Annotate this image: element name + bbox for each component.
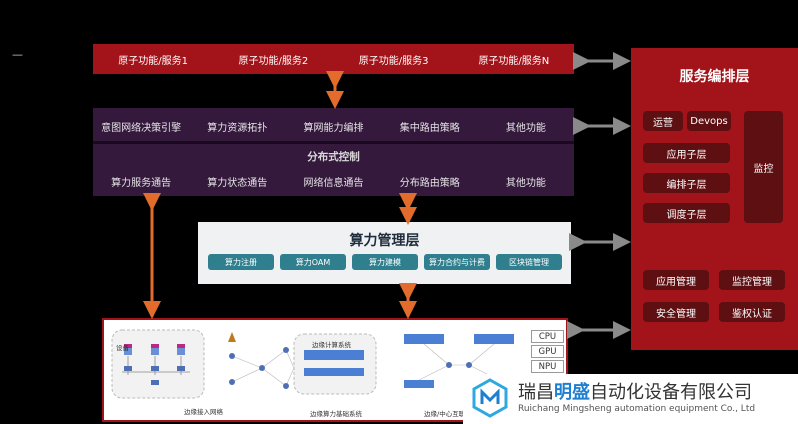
capability-orchestration[interactable]: 算网能力编排 <box>303 123 364 134</box>
network-info-announce[interactable]: 网络信息通告 <box>303 178 364 189</box>
edge-base-caption: 边缘算力基础系统 <box>310 410 362 418</box>
devops-button[interactable]: Devops <box>687 111 731 131</box>
sched-sublayer[interactable]: 调度子层 <box>643 203 730 223</box>
horizontal-arrows <box>567 52 631 339</box>
edge-access-caption: 边缘接入网络 <box>184 408 223 416</box>
access-caption-top: 设备 <box>116 344 129 352</box>
other-functions-2[interactable]: 其他功能 <box>505 178 546 189</box>
monitor-block[interactable]: 监控 <box>744 111 783 223</box>
company-name-suffix: 自动化设备有限公司 <box>590 382 752 403</box>
oam-button[interactable]: 算力OAM <box>280 254 346 270</box>
atomic-service-3[interactable]: 原子功能/服务3 <box>358 55 429 67</box>
intent-engine[interactable]: 意图网络决策引擎 <box>101 123 182 134</box>
blockchain-button[interactable]: 区块链管理 <box>496 254 562 270</box>
auth-button[interactable]: 鉴权认证 <box>719 302 785 322</box>
company-name-prefix: 瑞昌 <box>518 382 554 403</box>
edge-compute-system-caption: 边缘计算系统 <box>312 341 351 349</box>
modeling-button[interactable]: 算力建模 <box>352 254 418 270</box>
company-name-highlight: 明盛 <box>554 382 590 403</box>
app-mgmt-button[interactable]: 应用管理 <box>643 270 709 290</box>
app-sublayer[interactable]: 应用子层 <box>643 143 730 163</box>
infrastructure-panel: 设备 边缘接入网络 边缘计算系统 边缘算力基础系统 边缘/中心互联网络 CPU … <box>102 318 568 422</box>
watermark-background <box>463 374 798 424</box>
security-mgmt-button[interactable]: 安全管理 <box>643 302 709 322</box>
cpu-chip: CPU <box>531 330 564 343</box>
control-row-1: 意图网络决策引擎 算力资源拓扑 算网能力编排 集中路由策略 其他功能 <box>93 119 574 134</box>
central-routing-policy[interactable]: 集中路由策略 <box>399 123 460 134</box>
atomic-service-n[interactable]: 原子功能/服务N <box>478 55 550 67</box>
service-orchestration-panel: 服务编排层 运营 Devops 应用子层 编排子层 调度子层 监控 应用管理 监… <box>631 48 798 350</box>
company-english-name: Ruichang Mingsheng automation equipment … <box>518 404 756 414</box>
control-row-2: 算力服务通告 算力状态通告 网络信息通告 分布路由策略 其他功能 <box>93 174 574 189</box>
management-title: 算力管理层 <box>349 233 420 249</box>
status-announce[interactable]: 算力状态通告 <box>207 178 268 189</box>
registration-button[interactable]: 算力注册 <box>208 254 274 270</box>
atomic-service-bar: 原子功能/服务1 原子功能/服务2 原子功能/服务3 原子功能/服务N <box>93 44 574 74</box>
edge-center-caption: 边缘/中心互联网络 <box>424 410 479 418</box>
gpu-chip: GPU <box>531 345 564 358</box>
control-panel: 意图网络决策引擎 算力资源拓扑 算网能力编排 集中路由策略 其他功能 分布式控制… <box>93 108 574 196</box>
distributed-routing-policy[interactable]: 分布路由策略 <box>399 178 460 189</box>
company-name: 瑞昌明盛自动化设备有限公司 <box>518 378 752 404</box>
other-functions-1[interactable]: 其他功能 <box>505 123 546 134</box>
atomic-service-1[interactable]: 原子功能/服务1 <box>118 55 188 67</box>
contract-billing-button[interactable]: 算力合约与计费 <box>424 254 490 270</box>
company-logo-icon <box>472 378 508 418</box>
resource-topology[interactable]: 算力资源拓扑 <box>207 123 268 134</box>
atomic-service-2[interactable]: 原子功能/服务2 <box>238 55 309 67</box>
ops-button[interactable]: 运营 <box>643 111 683 131</box>
compute-management-layer: 算力管理层 算力注册 算力OAM 算力建模 算力合约与计费 区块链管理 <box>198 222 571 284</box>
panel-divider <box>93 141 574 144</box>
npu-chip: NPU <box>531 360 564 373</box>
orchestration-title: 服务编排层 <box>679 69 750 85</box>
service-announce[interactable]: 算力服务通告 <box>111 178 172 189</box>
orch-sublayer[interactable]: 编排子层 <box>643 173 730 193</box>
distributed-control-label: 分布式控制 <box>307 151 360 163</box>
infrastructure-diagram <box>111 329 514 399</box>
side-label-top: — <box>12 48 23 61</box>
monitor-mgmt-button[interactable]: 监控管理 <box>719 270 785 290</box>
